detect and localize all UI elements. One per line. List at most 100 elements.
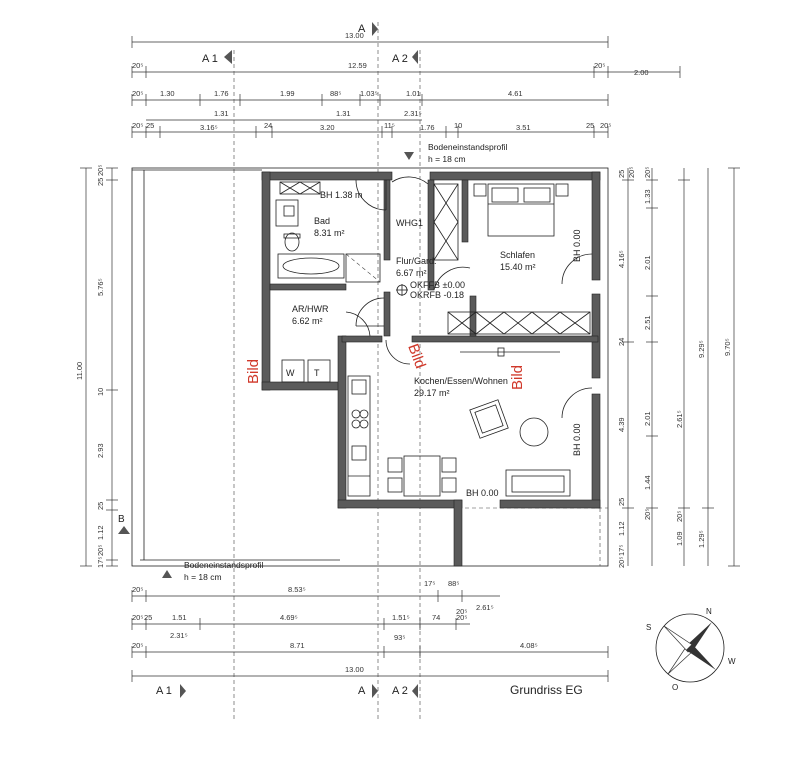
dim-r-15: 20⁵ [675,511,684,522]
dim-t3-1: 1.30 [160,89,175,98]
dim-t2-0: 20⁵ [132,61,143,70]
dim-b2-4: 1.51⁵ [392,613,410,622]
profile-bottom-height: h = 18 cm [184,572,222,582]
flur-area: 6.67 m² [396,268,427,278]
dim-l-2: 5.76⁵ [96,278,105,296]
left-dimensions: 25 20⁵ 5.76⁵ 11.00 10 2.93 25 1.12 20⁵ 1… [75,165,130,568]
schlafen-area: 15.40 m² [500,262,536,272]
dim-r-4: 4.16⁵ [617,250,626,268]
furniture [275,181,591,497]
section-a1-bottom: A 1 [156,685,172,697]
ar-area: 6.62 m² [292,316,323,326]
section-a2-bottom: A 2 [392,685,408,697]
walls [261,171,601,567]
section-a-top: A [358,23,366,35]
dim-r-18: 1.09 [675,531,684,546]
dim-r-6: 2.51 [643,315,652,330]
dim-t3-5: 1.03⁵ [360,89,378,98]
dim-t4-7: 10 [454,121,462,130]
bottom-dimensions: 20⁵ 8.53⁵ 17⁵ 88⁵ 20⁵ 2.61⁵ 20⁵ 25 1.51 … [131,579,609,682]
flur-name: Flur/Gard. [396,256,437,266]
dim-t3b-1: 1.31 [336,109,351,118]
dim-r-12: 25 [617,498,626,506]
bad-area: 8.31 m² [314,228,345,238]
section-markers-bottom: A 1 A A 2 [156,684,418,698]
doors [345,176,593,419]
dim-r-14: 1.12 [617,521,626,536]
dim-l-8: 20⁵ [96,545,105,556]
dim-t4-8: 3.51 [516,123,531,132]
whg-name: WHG1 [396,218,423,228]
dim-b2-2: 1.51 [172,613,187,622]
dim-b2-6: 20⁵ [456,613,467,622]
dim-t3-3: 1.99 [280,89,295,98]
dim-r-17: 9.70⁵ [723,338,732,356]
dim-b1-2: 17⁵ [424,579,435,588]
dim-r-16: 9.29⁵ [697,340,706,358]
dim-t2-1: 12.59 [348,61,367,70]
dim-t2-2: 20⁵ [594,61,605,70]
dim-t3-0: 20⁵ [132,89,143,98]
kochen-name: Kochen/Essen/Wohnen [414,376,508,386]
dim-l-0: 25 [96,178,105,186]
dim-l-5: 2.93 [96,443,105,458]
dim-t4-0: 20⁵ [132,121,143,130]
dim-t4-9: 25 [586,121,594,130]
dim-b1-5: 2.61⁵ [476,603,494,612]
schlafen-bh: BH 0.00 [572,229,582,262]
dim-r-11: 1.44 [643,475,652,490]
dim-r-5: 2.01 [643,255,652,270]
dim-b3-3: 4.08⁵ [520,641,538,650]
terrace-bh: BH 0.00 [466,488,499,498]
dim-l-7: 1.12 [96,525,105,540]
dim-t4-3: 24 [264,121,272,130]
room-labels: BH 1.38 m Bad 8.31 m² WHG1 Flur/Gard. 6.… [286,190,582,498]
dim-t3b-2: 2.31⁵ [404,109,422,118]
profile-bottom-label: Bodeneinstandsprofil [184,560,264,570]
compass-n: N [706,607,712,616]
dim-t4-5: 11⁵ [384,121,395,130]
outline [131,167,609,567]
section-markers-top: A 1 A A 2 [202,22,421,720]
profile-top-height: h = 18 cm [428,154,466,164]
dim-r-3: 1.33 [643,189,652,204]
kochen-area: 29.17 m² [414,388,450,398]
dim-b3-2: 93⁵ [394,633,405,642]
compass-w: W [728,657,736,666]
compass-o: O [672,683,678,692]
bad-name: Bad [314,216,330,226]
dim-b2b-0: 2.31⁵ [170,631,188,640]
dim-b3-0: 20⁵ [132,641,143,650]
dim-l-3: 11.00 [75,362,84,380]
section-a-bottom: A [358,685,366,697]
dim-r-13: 20⁵ [643,509,652,520]
dim-t4-6: 1.76 [420,123,435,132]
dim-t3-2: 1.76 [214,89,229,98]
profile-top-label: Bodeneinstandsprofil [428,142,508,152]
dim-b3-1: 8.71 [290,641,305,650]
dim-bottom-overall: 13.00 [345,665,364,674]
profile-marker-top [404,152,414,160]
dim-l-9: 17⁵ [96,557,105,568]
bild-label-1: Bild [245,359,262,384]
section-a2-top: A 2 [392,53,408,65]
dim-r-10: 2.61⁵ [675,410,684,428]
dim-b2-0: 20⁵ [132,613,143,622]
dim-r-7: 24 [617,338,626,346]
compass-icon: N S O W [646,607,736,692]
dryer-label: T [314,368,320,378]
flur-okrfb: OKRFB -0.18 [410,290,464,300]
ar-name: AR/HWR [292,304,329,314]
right-dimensions: 25 20⁵ 20⁵ 1.33 4.16⁵ 2.01 2.51 24 4.39 … [617,167,740,568]
dim-t3-7: 4.61 [508,89,523,98]
dim-t2-3: 2.00 [634,68,649,77]
dim-top-overall: 13.00 [345,31,364,40]
bad-bh: BH 1.38 m [320,190,363,200]
dim-r-1: 20⁵ [627,167,636,178]
dim-b2-1: 25 [144,613,152,622]
dim-l-1: 20⁵ [96,165,105,176]
dim-b1-1: 8.53⁵ [288,585,306,594]
dim-t4-2: 3.16⁵ [200,123,218,132]
dim-r-2: 20⁵ [643,167,652,178]
